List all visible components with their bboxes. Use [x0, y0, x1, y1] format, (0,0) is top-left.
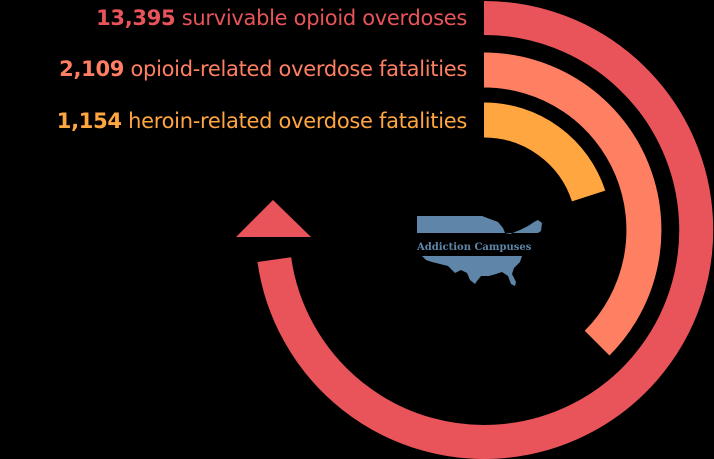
label-value: 1,154: [56, 109, 122, 133]
logo-text: Addiction Campuses: [416, 242, 532, 253]
label-text: heroin-related overdose fatalities: [128, 109, 467, 133]
label-heroin-fatalities: 1,154 heroin-related overdose fatalities: [56, 109, 468, 133]
label-opioid-fatalities: 2,109 opioid-related overdose fatalities: [59, 59, 467, 80]
usa-map-icon: [417, 216, 542, 286]
label-text: opioid-related overdose fatalities: [130, 57, 468, 81]
inner-arc: [483, 102, 606, 202]
middle-arc: [483, 52, 662, 356]
label-value: 2,109: [59, 57, 125, 81]
label-value: 13,395: [96, 6, 176, 30]
arrow-up-icon: [236, 200, 311, 237]
outer-arc: [257, 1, 714, 459]
label-text: survivable opioid overdoses: [181, 6, 468, 30]
label-survivable-overdoses: 13,395 survivable opioid overdoses: [96, 8, 467, 29]
